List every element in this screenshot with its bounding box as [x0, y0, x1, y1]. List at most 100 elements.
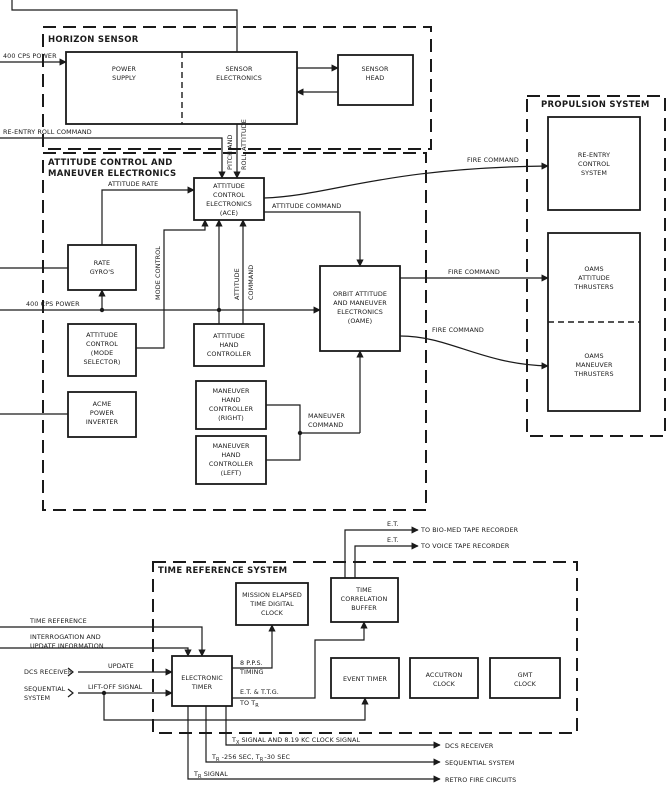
sensor-head-block	[337, 54, 414, 106]
tx-sub: X	[236, 740, 240, 746]
time-correlation-block	[330, 577, 399, 623]
acme-label-1: ACME	[93, 400, 112, 408]
fire-command-label-3: FIRE COMMAND	[432, 326, 484, 334]
fire-command-label-1: FIRE COMMAND	[467, 156, 519, 164]
attitude-control-frame	[42, 152, 427, 511]
gmt-clock-block	[489, 657, 561, 699]
time-correlation-label-1: TIME	[355, 586, 372, 594]
attitude-control-title-1: ATTITUDE CONTROL AND	[48, 158, 173, 168]
tr-signal-sub: R	[198, 774, 202, 780]
accutron-clock-label-2: CLOCK	[433, 680, 456, 688]
acme-inverter-block	[67, 391, 137, 438]
tr-times-label: -256 SEC, T	[222, 753, 260, 761]
cps-power-top-label: 400 CPS POWER	[3, 52, 57, 60]
interrogation-label-1: INTERROGATION AND	[30, 633, 101, 641]
tr-sub-2: R	[260, 757, 264, 763]
mode-selector-block	[67, 323, 137, 377]
electronic-timer-label-2: TIMER	[191, 683, 213, 691]
gmt-clock-label-1: GMT	[518, 671, 533, 679]
tx-signal-label: SIGNAL AND 8.19 KC CLOCK SIGNAL	[242, 736, 361, 744]
accutron-clock-label-1: ACCUTRON	[426, 671, 463, 679]
maneuver-hand-right-block	[195, 380, 267, 430]
maneuver-left-label-4: (LEFT)	[221, 469, 242, 477]
horizon-sensor-title: HORIZON SENSOR	[48, 35, 139, 45]
pps-label-2: TIMING	[239, 668, 264, 676]
ace-label-4: (ACE)	[220, 209, 238, 217]
tr-signal-label: SIGNAL	[202, 770, 229, 778]
sequential-label-1: SEQUENTIAL	[24, 685, 66, 693]
attitude-hand-label-2: HAND	[219, 341, 238, 349]
to-voice-label: TO VOICE TAPE RECORDER	[420, 542, 510, 550]
mission-clock-block	[235, 582, 309, 626]
ace-block	[193, 177, 265, 221]
retro-fire-label: RETRO FIRE CIRCUITS	[445, 776, 516, 784]
attitude-hand-label-3: CONTROLLER	[207, 350, 252, 358]
tx-prefix: T	[231, 736, 236, 744]
tr-sub: R	[216, 757, 220, 763]
ace-label-1: ATTITUDE	[213, 182, 245, 190]
dcs-receiver-output-label: DCS RECEIVER	[445, 742, 494, 750]
et-label-1: E.T.	[387, 520, 399, 528]
maneuver-right-label-2: HAND	[221, 396, 240, 404]
update-label: UPDATE	[108, 662, 134, 670]
oams-maneuver-label-3: THRUSTERS	[573, 370, 613, 378]
svg-text:TR-256 SEC, TR-30 SEC: TR-256 SEC, TR-30 SEC	[211, 753, 291, 763]
oams-maneuver-label-1: OAMS	[584, 352, 603, 360]
dcs-receiver-input-label: DCS RECEIVER	[24, 668, 73, 676]
maneuver-left-label-3: CONTROLLER	[209, 460, 254, 468]
svg-text:TR SIGNAL: TR SIGNAL	[193, 770, 228, 780]
cps-power-mid-label: 400 CPS POWER	[26, 300, 80, 308]
sequential-label-2: SYSTEM	[24, 694, 50, 702]
reentry-roll-command-label: RE-ENTRY ROLL COMMAND	[3, 128, 92, 136]
maneuver-right-label-3: CONTROLLER	[209, 405, 254, 413]
maneuver-command-label-2: COMMAND	[308, 421, 343, 429]
sensor-head-label-2: HEAD	[366, 74, 385, 82]
power-supply-label-2: SUPPLY	[112, 74, 136, 82]
oams-attitude-label-2: ATTITUDE	[578, 274, 610, 282]
propulsion-system-title: PROPULSION SYSTEM	[541, 100, 650, 110]
fire-command-label-2: FIRE COMMAND	[448, 268, 500, 276]
to-tr-sub: R	[255, 703, 259, 709]
tr-prefix: T	[211, 753, 216, 761]
reentry-control-label-3: SYSTEM	[581, 169, 607, 177]
attitude-rate-label: ATTITUDE RATE	[108, 180, 158, 188]
acme-label-2: POWER	[90, 409, 115, 417]
to-tr-label: TO T	[239, 699, 255, 707]
rate-gyros-label-1: RATE	[94, 259, 110, 267]
sensor-head-label-1: SENSOR	[361, 65, 388, 73]
accutron-clock-block	[409, 657, 479, 699]
time-reference-title: TIME REFERENCE SYSTEM	[158, 566, 287, 576]
time-correlation-label-2: CORRELATION	[341, 595, 388, 603]
ace-label-3: ELECTRONICS	[206, 200, 252, 208]
tr-times-end-label: -30 SEC	[264, 753, 290, 761]
power-supply-label-1: POWER	[112, 65, 137, 73]
interrogation-label-2: UPDATE INFORMATION	[30, 642, 104, 650]
maneuver-left-label-1: MANEUVER	[212, 442, 249, 450]
maneuver-right-label-4: (RIGHT)	[218, 414, 244, 422]
maneuver-left-label-2: HAND	[221, 451, 240, 459]
sensor-electronics-label-2: ELECTRONICS	[216, 74, 262, 82]
tr-signal-prefix: T	[193, 770, 198, 778]
oame-label-2: AND MANEUVER	[333, 299, 387, 307]
pitch-roll-label-1: PITCH AND	[226, 134, 234, 170]
pps-label-1: 8 P.P.S.	[240, 659, 263, 667]
mode-selector-label-2: CONTROL	[86, 340, 118, 348]
attitude-hand-controller-block	[193, 323, 265, 367]
svg-text:TO TR: TO TR	[239, 699, 259, 709]
sequential-system-output-label: SEQUENTIAL SYSTEM	[445, 759, 515, 767]
et-ttg-label: E.T. & T.T.G.	[240, 688, 279, 696]
time-correlation-label-3: BUFFER	[351, 604, 377, 612]
maneuver-right-label-1: MANEUVER	[212, 387, 249, 395]
attitude-control-title-2: MANEUVER ELECTRONICS	[48, 169, 176, 179]
to-biomed-label: TO BIO-MED TAPE RECORDER	[420, 526, 519, 534]
attitude-command-label: ATTITUDE COMMAND	[272, 202, 341, 210]
mode-selector-label-4: SELECTOR)	[84, 358, 121, 366]
reentry-control-label-1: RE-ENTRY	[578, 151, 610, 159]
attitude-command-vertical-2: COMMAND	[247, 265, 255, 300]
maneuver-command-label-1: MANEUVER	[308, 412, 345, 420]
mode-selector-label-1: ATTITUDE	[86, 331, 118, 339]
oams-attitude-label-3: THRUSTERS	[573, 283, 613, 291]
